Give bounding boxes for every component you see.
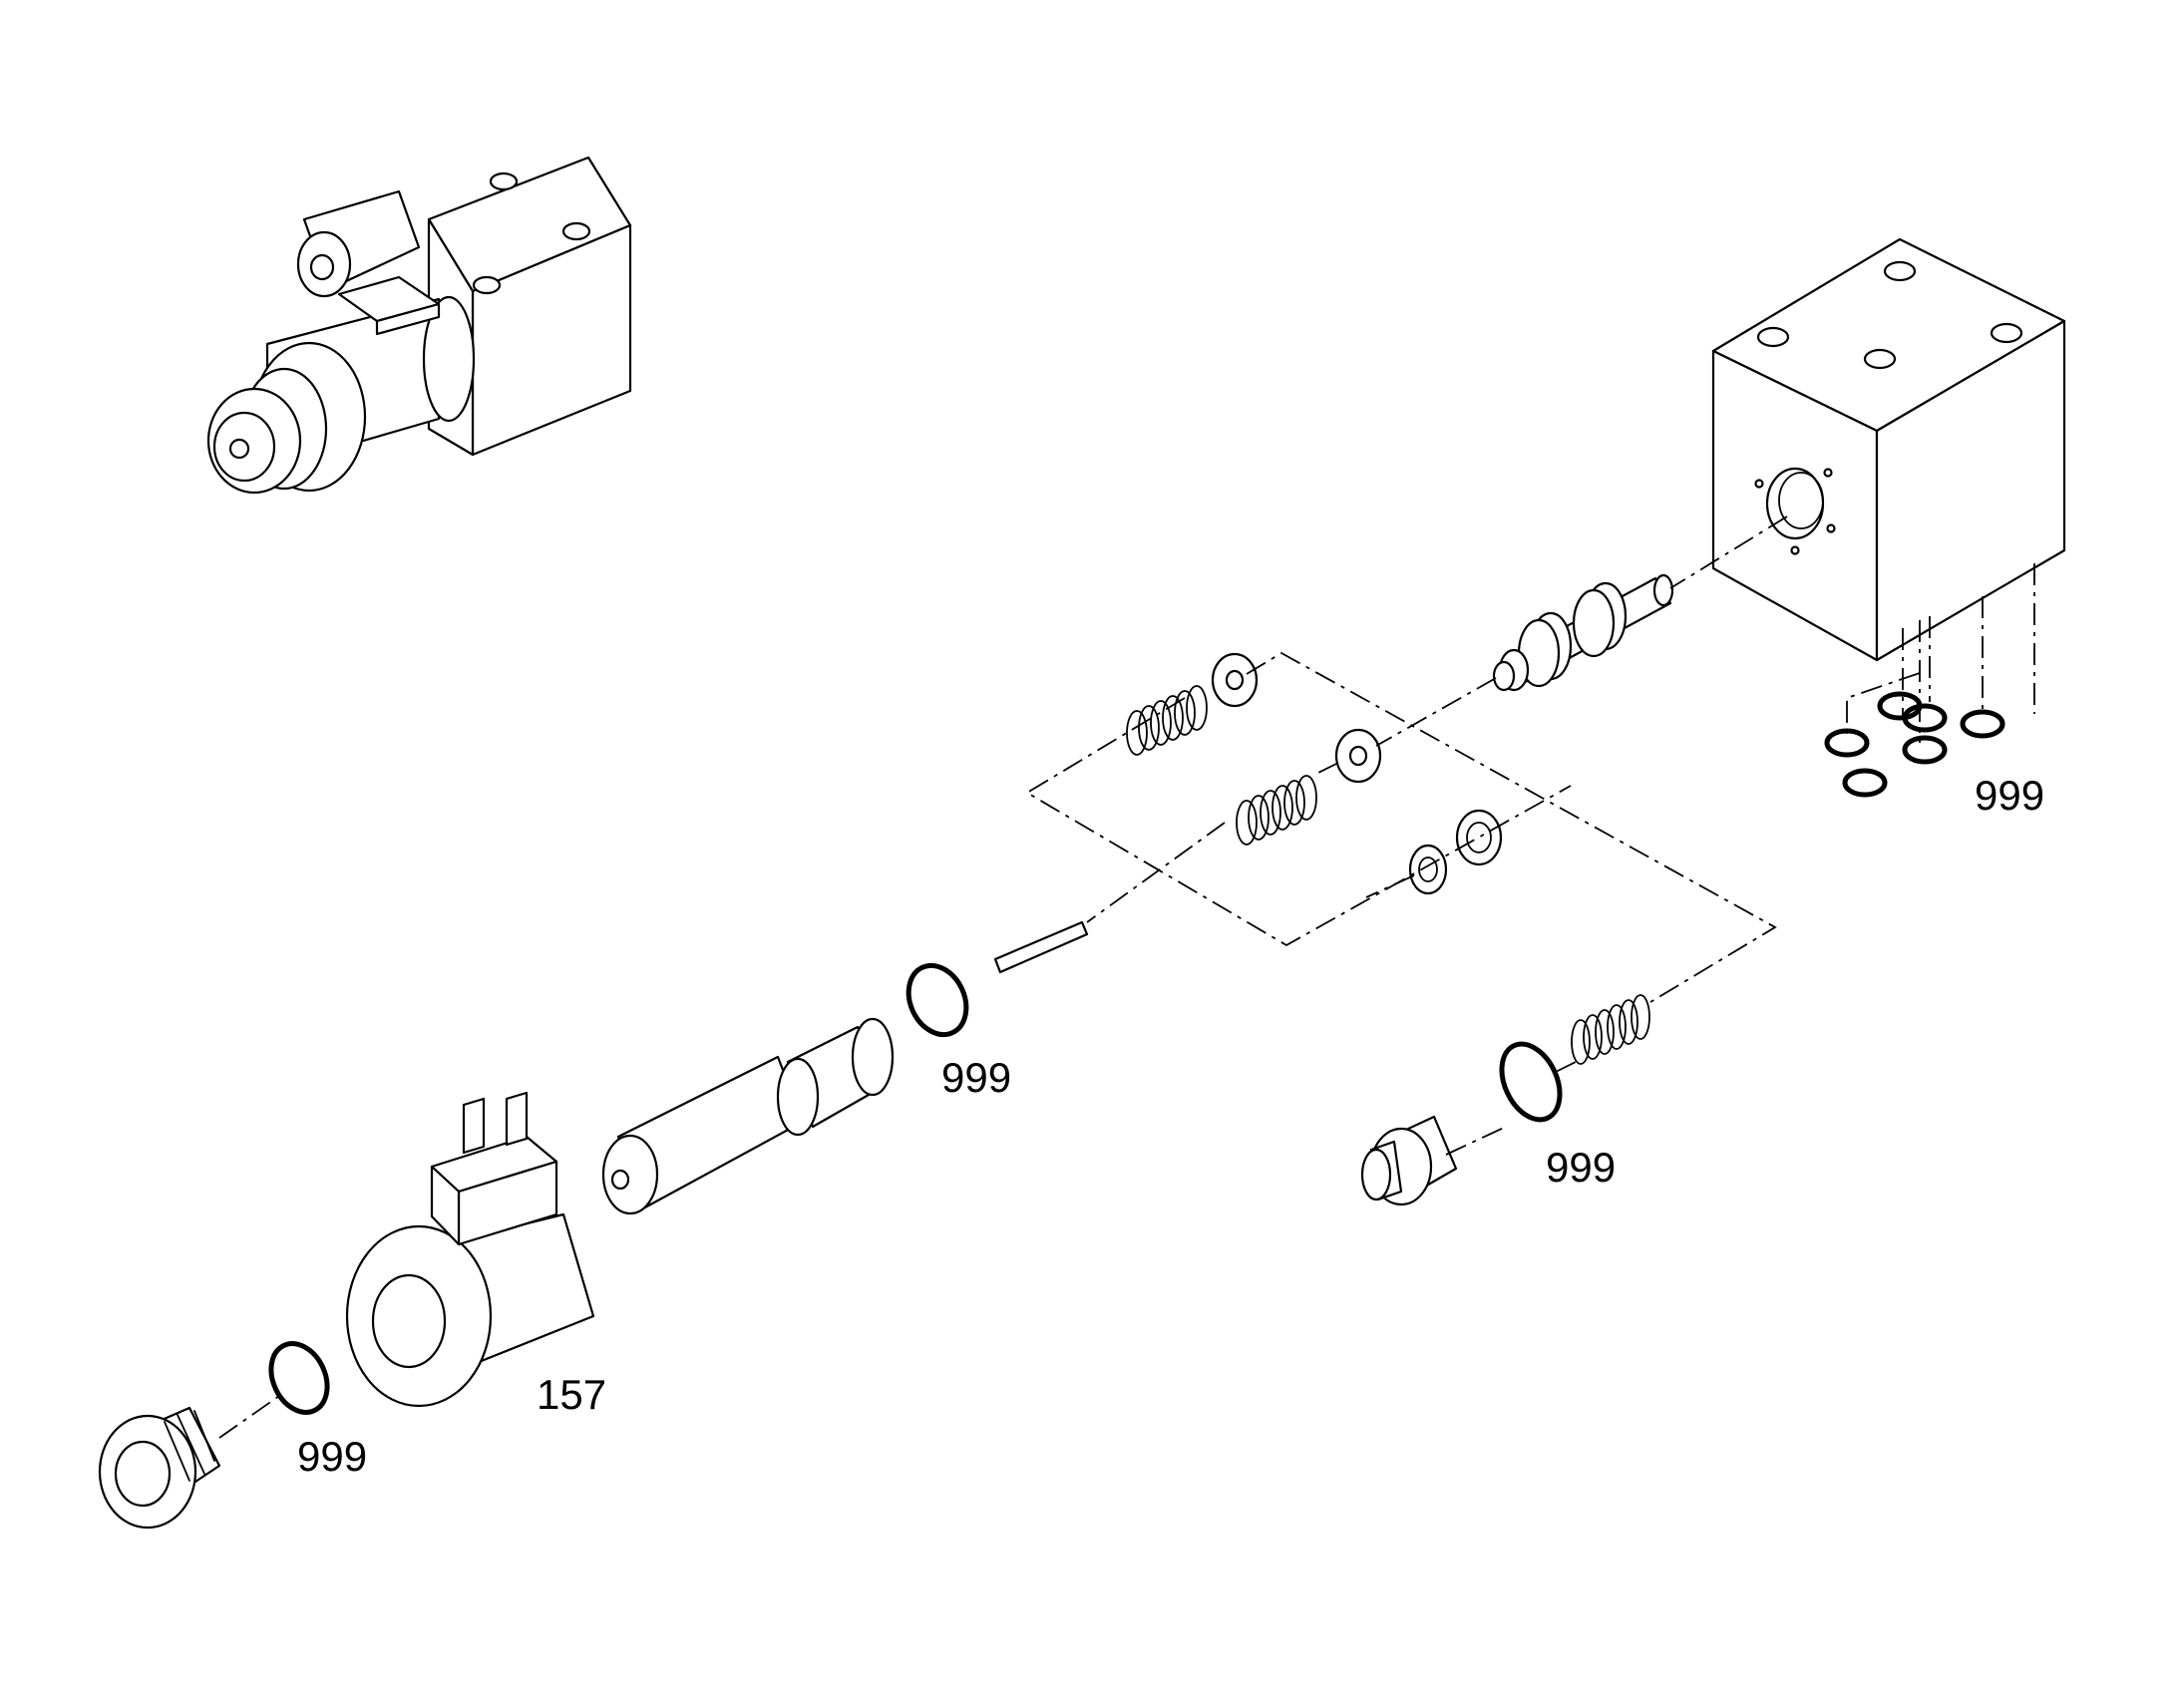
o-ring-tube: [906, 962, 969, 1038]
callout-seal-nut: 999: [297, 1433, 367, 1480]
valve-spool: [1492, 573, 1674, 692]
o-ring-plug: [1499, 1041, 1563, 1123]
spring-kit: [1126, 652, 1503, 895]
solenoid-coil: [345, 1091, 595, 1408]
callout-seal-plug: 999: [1546, 1144, 1616, 1191]
armature-tube: [601, 1017, 895, 1215]
assembled-solenoid-valve: [206, 156, 632, 495]
spring-lower: [1236, 775, 1317, 846]
o-ring-nut: [268, 1341, 330, 1415]
callout-solenoid-coil: 157: [537, 1371, 606, 1418]
valve-body-block: [1711, 237, 2066, 662]
callout-seal-tube: 999: [941, 1054, 1011, 1101]
push-pin: [993, 920, 1089, 974]
callout-seals-block: 999: [1975, 772, 2044, 819]
knurled-nut: [98, 1406, 221, 1530]
assembly-axes: [218, 515, 2035, 1439]
spring-plug-right: [1571, 994, 1650, 1065]
spring-upper: [1126, 685, 1208, 756]
screw-plug: [1360, 1115, 1458, 1206]
